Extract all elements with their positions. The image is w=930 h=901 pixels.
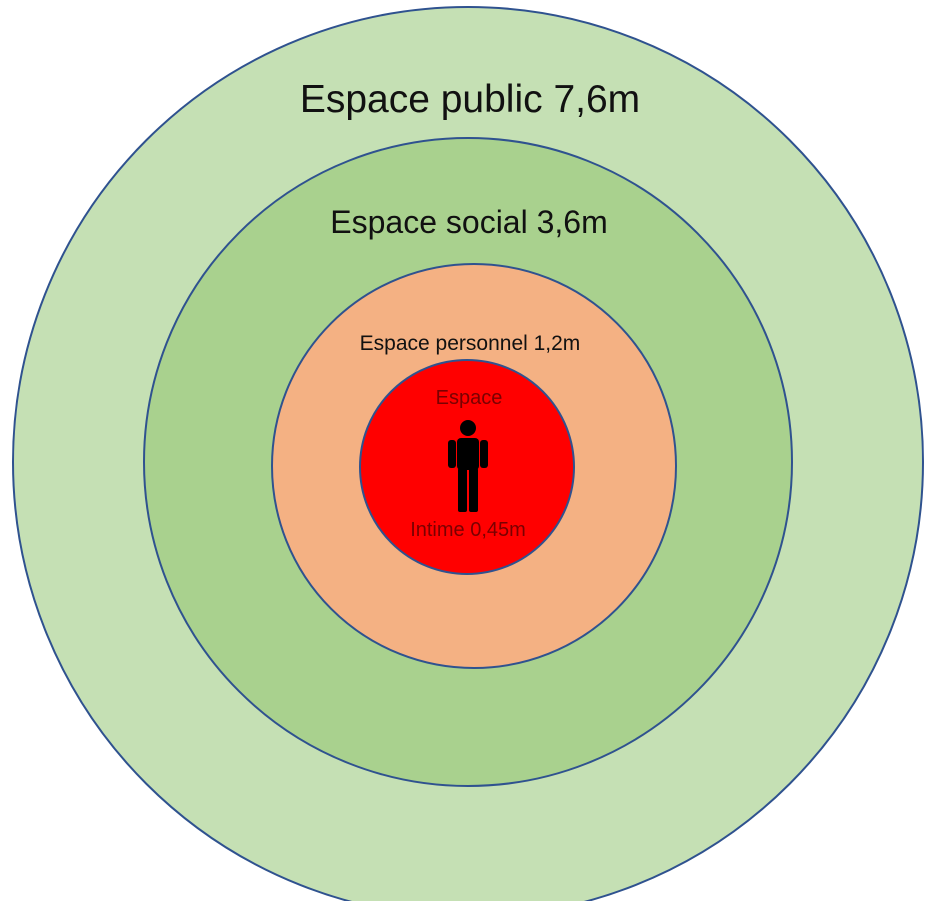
intimate-space-label-top: Espace — [436, 387, 503, 409]
public-space-label: Espace public 7,6m — [300, 78, 640, 121]
intimate-space-label-bottom: Intime 0,45m — [410, 519, 526, 541]
personal-space-label: Espace personnel 1,2m — [360, 332, 581, 355]
social-space-label: Espace social 3,6m — [330, 204, 607, 240]
person-icon — [448, 420, 488, 512]
